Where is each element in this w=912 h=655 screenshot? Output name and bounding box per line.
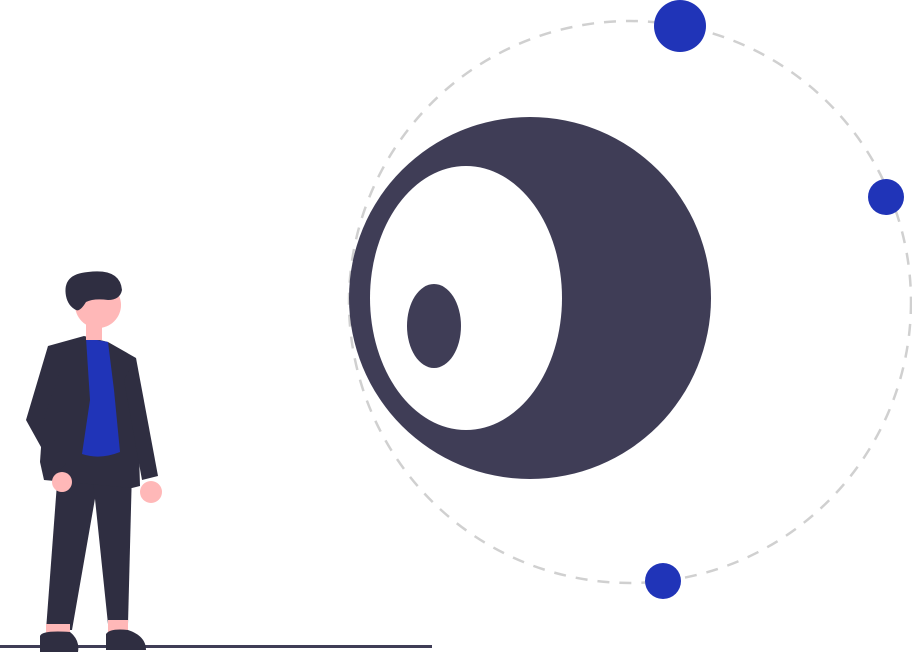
person-hair (65, 271, 122, 311)
person-right-hand (140, 481, 162, 503)
eye-white (370, 166, 562, 430)
person-shirt (82, 338, 120, 457)
orbit-dot-top (654, 0, 706, 52)
orbit-dot-right (868, 179, 904, 215)
person-left-hand (52, 472, 72, 492)
person-right-arm (124, 358, 158, 480)
person-figure (26, 271, 162, 652)
orbit-dot-bottom (645, 563, 681, 599)
person-left-arm (26, 346, 66, 474)
person-right-shoe (106, 629, 146, 650)
eye-pupil (407, 284, 461, 368)
ground-line (0, 645, 432, 648)
orbit-ring (347, 19, 912, 585)
person-right-leg (92, 470, 132, 624)
person-left-leg (46, 470, 100, 630)
person-left-shoe (40, 631, 79, 652)
